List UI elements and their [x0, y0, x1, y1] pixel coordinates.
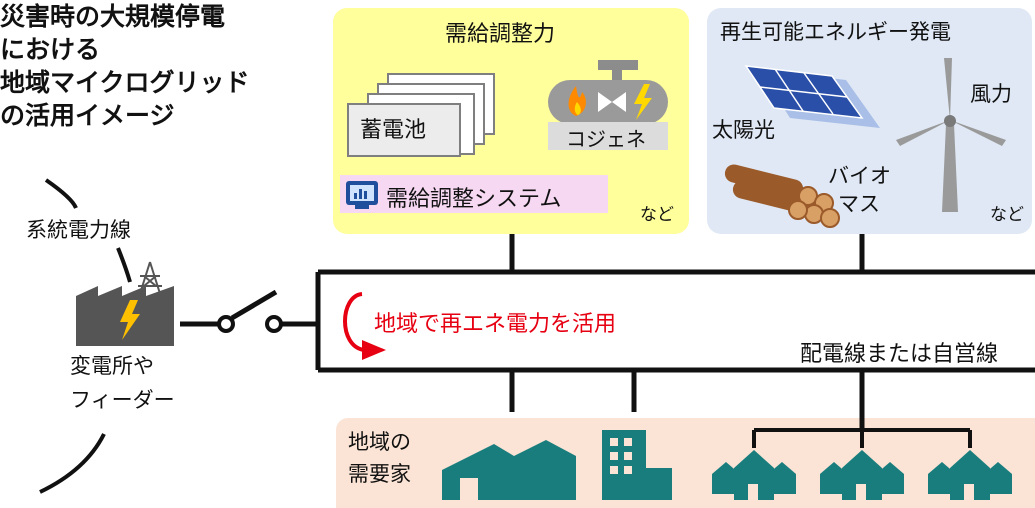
houses-group-1-icon [712, 450, 796, 500]
distribution-line-label: 配電線または自営線 [800, 342, 999, 367]
title-line-3: 地域マイクログリッド [0, 68, 250, 97]
wind-turbine-icon [896, 58, 1006, 212]
factory-building-icon [442, 440, 576, 500]
wind-label: 風力 [970, 82, 1012, 106]
supply-system-label: 需給調整システム [386, 187, 562, 212]
houses-group-3-icon [928, 450, 1012, 500]
grid-power-line-label: 系統電力線 [26, 218, 131, 242]
title-line-4: の活用イメージ [0, 101, 175, 130]
title-line-1: 災害時の大規模停電 [0, 2, 226, 31]
solar-panel-icon [744, 65, 880, 128]
renewable-etc-label: など [990, 205, 1024, 225]
battery-label: 蓄電池 [360, 118, 427, 143]
demand-label-line-2: 需要家 [348, 462, 411, 486]
biomass-label-line-1: バイオ [828, 164, 891, 188]
supply-panel-title: 需給調整力 [445, 22, 556, 47]
cogeneration-label: コジェネ [566, 127, 646, 151]
title-line-2: における [0, 35, 101, 64]
substation-label-line-1: 変電所や [70, 354, 154, 378]
cogeneration-icon [548, 60, 668, 150]
solar-label: 太陽光 [712, 118, 775, 142]
battery-icon [347, 73, 495, 157]
supply-system-box [340, 175, 608, 213]
supply-etc-label: など [640, 205, 674, 225]
local-circulation-arrow [343, 292, 386, 360]
houses-group-2-icon [820, 450, 904, 500]
substation-icon [76, 261, 174, 346]
biomass-label-line-2: マス [838, 192, 880, 216]
switch-contact-right [265, 315, 283, 333]
demand-label-line-1: 地域の [348, 430, 411, 454]
grid-power-line-bottom [39, 433, 106, 494]
diagram-title: 災害時の大規模停電 における 地域マイクログリッド の活用イメージ [0, 0, 330, 132]
biomass-logs-icon [724, 164, 840, 228]
substation-label-line-2: フィーダー [70, 388, 175, 412]
renewable-panel-title: 再生可能エネルギー発電 [720, 20, 951, 44]
monitor-icon [346, 181, 378, 209]
switch-contact-left [217, 315, 235, 333]
grid-power-line-top [44, 178, 78, 209]
grid-power-line-mid [116, 247, 132, 283]
grid-lines [180, 234, 1035, 448]
office-building-icon [602, 430, 672, 500]
local-use-label: 地域で再エネ電力を活用 [374, 312, 617, 337]
